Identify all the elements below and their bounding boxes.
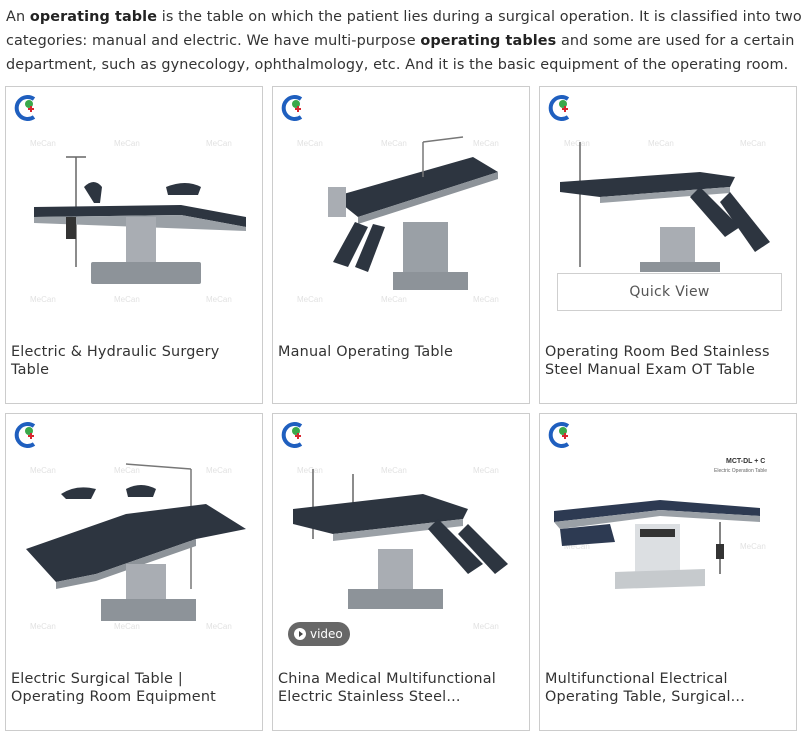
operating-table-illustration bbox=[560, 142, 770, 272]
product-card[interactable]: MeCan MeCan MeCan Quick View Operating R… bbox=[539, 86, 797, 404]
product-image[interactable]: MeCan MeCan MeCan MeCan MeCan MeCan bbox=[273, 87, 529, 325]
product-grid: MeCan MeCan MeCan MeCan MeCan MeCan Elec… bbox=[5, 86, 802, 731]
product-title[interactable]: Operating Room Bed Stainless Steel Manua… bbox=[545, 344, 770, 378]
brand-logo-icon bbox=[281, 422, 303, 448]
product-card[interactable]: MCT-DL + C Electric Operation Table MeCa… bbox=[539, 413, 797, 731]
brand-logo-icon bbox=[14, 422, 36, 448]
operating-table-illustration bbox=[26, 463, 246, 621]
product-title[interactable]: Electric & Hydraulic Surgery Table bbox=[11, 344, 220, 378]
operating-table-illustration bbox=[554, 500, 760, 589]
product-card[interactable]: MeCan MeCan MeCan MeCan MeCan MeCan Elec… bbox=[5, 86, 263, 404]
brand-logo-icon bbox=[14, 95, 36, 121]
model-subtitle: Electric Operation Table bbox=[714, 468, 767, 474]
product-title[interactable]: China Medical Multifunctional Electric S… bbox=[278, 671, 496, 705]
product-title[interactable]: Manual Operating Table bbox=[278, 344, 453, 360]
product-image[interactable]: MeCan MeCan MeCan MeCan MeCan MeCan bbox=[6, 414, 262, 652]
operating-table-illustration bbox=[34, 156, 246, 284]
brand-logo-icon bbox=[548, 422, 570, 448]
product-image[interactable]: MeCan MeCan MeCan MeCan MeCan MeCan bbox=[6, 87, 262, 325]
product-title[interactable]: Electric Surgical Table | Operating Room… bbox=[11, 671, 216, 705]
play-icon bbox=[294, 628, 306, 640]
intro-paragraph: An operating table is the table on which… bbox=[6, 9, 802, 73]
product-title[interactable]: Multifunctional Electrical Operating Tab… bbox=[545, 671, 745, 705]
keyword-operating-table: operating table bbox=[29, 9, 158, 25]
operating-table-illustration bbox=[293, 469, 508, 609]
brand-logo-icon bbox=[548, 95, 570, 121]
brand-logo-icon bbox=[281, 95, 303, 121]
product-image[interactable]: MeCan MeCan MeCan MeCan video bbox=[273, 414, 529, 652]
keyword-operating-tables: operating tables bbox=[420, 33, 557, 49]
product-card[interactable]: MeCan MeCan MeCan MeCan MeCan MeCan Elec… bbox=[5, 413, 263, 731]
product-card[interactable]: MeCan MeCan MeCan MeCan MeCan MeCan Manu… bbox=[272, 86, 530, 404]
quick-view-button[interactable]: Quick View bbox=[557, 273, 782, 311]
product-image[interactable]: MCT-DL + C Electric Operation Table MeCa… bbox=[540, 414, 796, 652]
product-image[interactable]: MeCan MeCan MeCan Quick View bbox=[540, 87, 796, 325]
product-card[interactable]: MeCan MeCan MeCan MeCan video China Medi… bbox=[272, 413, 530, 731]
model-label: MCT-DL + C bbox=[726, 458, 766, 465]
video-badge[interactable]: video bbox=[288, 622, 350, 646]
operating-table-illustration bbox=[328, 136, 498, 290]
